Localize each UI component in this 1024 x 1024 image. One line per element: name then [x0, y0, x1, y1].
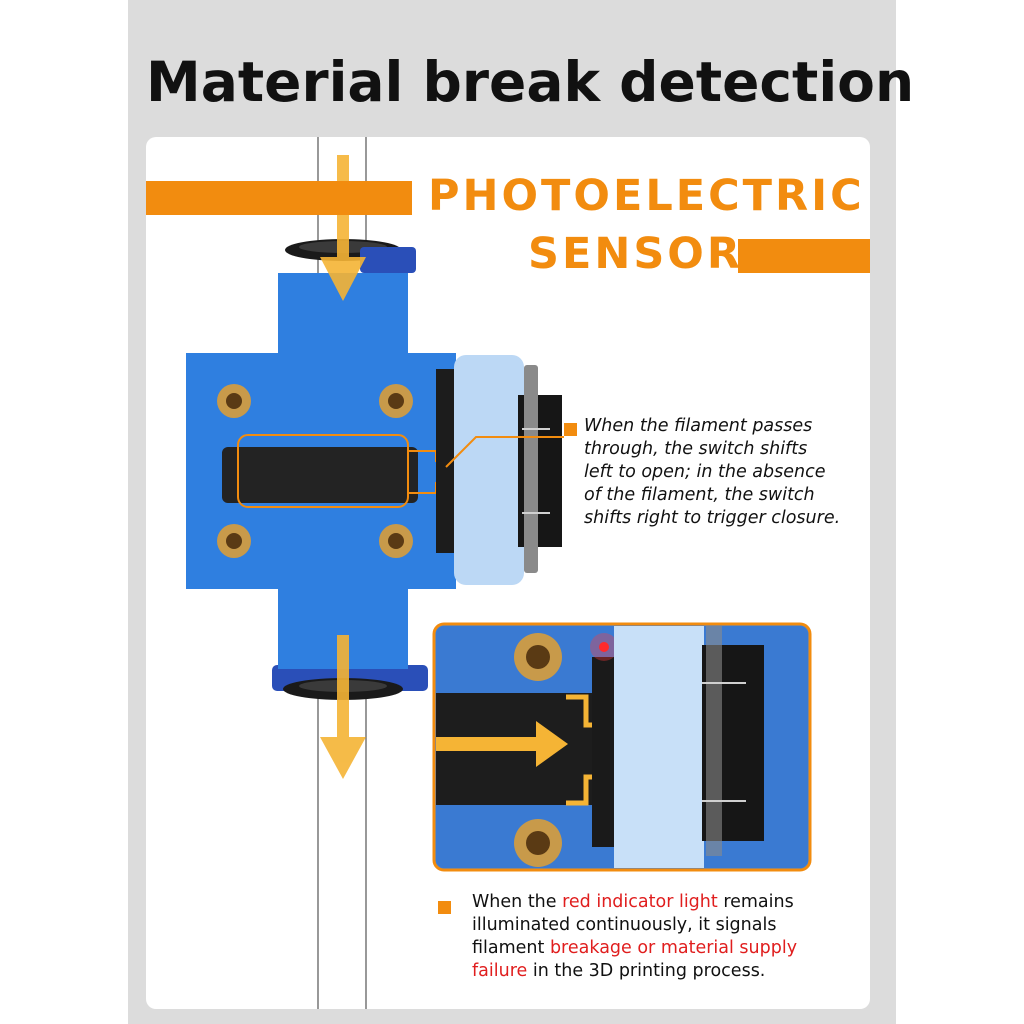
right-margin	[896, 0, 1024, 1024]
heading-bar-right	[738, 239, 870, 273]
sensor-heading-line2: SENSOR	[528, 229, 743, 279]
brass-insert-3	[217, 524, 251, 558]
switch-description: When the filament passes through, the sw…	[584, 416, 841, 528]
zoom-inset	[432, 622, 812, 872]
indicator-description: When the red indicator light remains ill…	[472, 892, 798, 981]
sensor-illustration	[186, 137, 812, 1009]
brass-insert-4	[379, 524, 413, 558]
content-card: PHOTOELECTRIC SENSOR When the filament p…	[146, 137, 870, 1009]
down-arrow-icon	[320, 635, 366, 779]
sensor-heading-line1: PHOTOELECTRIC	[428, 171, 865, 221]
page-title: Material break detection	[146, 50, 915, 114]
sensor-cover	[454, 355, 524, 585]
brass-insert-2	[379, 384, 413, 418]
bullet-square-icon	[438, 901, 451, 914]
bottom-fitting	[272, 665, 428, 700]
callout-leader	[445, 436, 564, 468]
heading-bar-left	[146, 181, 412, 215]
left-margin	[0, 0, 128, 1024]
connector-block	[518, 365, 562, 573]
breakage-text: breakage or material supply	[549, 938, 798, 958]
brass-insert-1	[217, 384, 251, 418]
bullet-square-icon	[564, 423, 577, 436]
red-indicator-text: red indicator light	[562, 892, 718, 912]
failure-text: failure	[472, 961, 528, 981]
right-arrow-icon	[436, 721, 568, 767]
